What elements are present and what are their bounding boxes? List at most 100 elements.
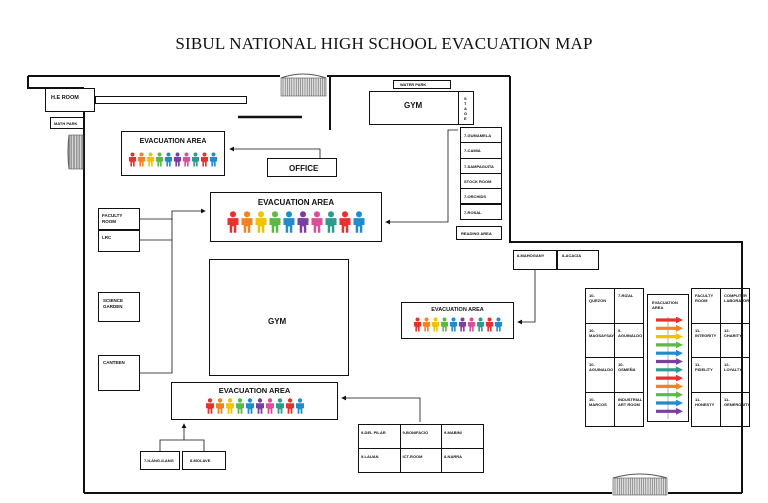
evac-arrow-icon [656, 341, 683, 349]
evacuation-area-1: EVACUATION AREA [121, 131, 225, 176]
person-icon [422, 317, 430, 332]
room-label: 7-ROSAL [464, 209, 482, 215]
room-ilang-ilang: 7-ILANG-ILANG [140, 451, 180, 470]
mahogany-label: 8-MAHOGANY [517, 253, 545, 258]
person-icon [295, 398, 304, 414]
evac-arrow-icon [656, 324, 683, 332]
person-icon [182, 152, 191, 167]
evacuation-area-3-label: EVACUATION AREA [218, 386, 291, 395]
person-icon [431, 317, 439, 332]
person-icon [275, 398, 284, 414]
person-icon [485, 317, 493, 332]
person-icon [353, 211, 365, 233]
math-park: MATH PARK [50, 117, 84, 129]
person-icon [209, 152, 218, 167]
room-label: 7-CAMIA [464, 148, 481, 154]
math-park-label: MATH PARK [54, 121, 78, 126]
evac-arrow-icon [656, 407, 683, 415]
person-icon [191, 152, 200, 167]
canteen: CANTEEN [98, 355, 140, 391]
water-park-label: WATER PARK [400, 82, 427, 87]
person-icon [269, 211, 281, 233]
evacuation-area-5-label: EVACUATION AREA [652, 300, 678, 310]
room-7-sampaguita: 7-SAMPAGUITA [460, 157, 502, 174]
room-12-loyalty: 12-LOYALTY [720, 357, 750, 393]
evacuation-area-1-label: EVACUATION AREA [139, 138, 207, 145]
room-ict-room: ICT-ROOM [399, 448, 442, 473]
person-icon [155, 152, 164, 167]
room-7-rosal: 7-ROSAL [460, 203, 502, 220]
person-icon [285, 398, 294, 414]
map-title: SIBUL NATIONAL HIGH SCHOOL EVACUATION MA… [175, 34, 593, 53]
evacuation-area-3: EVACUATION AREA [171, 382, 338, 420]
acacia-label: 8-ACACIA [562, 253, 582, 258]
room-7-orchids: 7-ORCHIDS [460, 188, 502, 205]
room-11-honesty: 11-HONESTY [691, 391, 721, 427]
he-corridor [95, 96, 247, 104]
room-10-aguinaldo: 10-AGUINALDO [585, 357, 615, 393]
gate-bottom-icon [612, 473, 668, 496]
room-label: 7-SAMPAGUITA [464, 163, 494, 169]
person-icon [173, 152, 182, 167]
evac-arrow-icon [656, 349, 683, 357]
room-9-mabini: 9-MABINI [441, 424, 484, 449]
person-icon [440, 317, 448, 332]
water-park: WATER PARK [393, 80, 451, 89]
room-8-narra: 8-NARRA [441, 448, 484, 473]
person-icon [164, 152, 173, 167]
evacuation-area-4-label: EVACUATION AREA [431, 307, 484, 313]
gym-top-label: GYM [404, 101, 423, 110]
science-garden: SCIENCE GARDEN [98, 292, 140, 322]
gate-left-icon [67, 134, 84, 170]
molave-label: 8-MOLAVE [190, 458, 211, 463]
room-mahogany: 8-MAHOGANY [513, 250, 557, 270]
he-room: H.E ROOM [45, 88, 95, 112]
room-computer-laboratory: COMPUTER LABORATORY [720, 288, 750, 324]
reading-area-label: READING AREA [461, 231, 492, 236]
room-10-quezon: 10-QUEZON [585, 288, 615, 324]
room-molave: 8-MOLAVE [182, 451, 226, 470]
evac-arrow-icon [656, 333, 683, 340]
person-icon [494, 317, 502, 332]
person-icon [225, 398, 234, 414]
faculty-room: FACULTY ROOM [98, 208, 140, 230]
room-stock-room: STOCK ROOM [460, 172, 502, 190]
he-room-label: H.E ROOM [51, 95, 79, 101]
evacuation-area-4: EVACUATION AREA [401, 302, 514, 339]
person-icon [467, 317, 475, 332]
lrc-label: LRC [102, 235, 112, 240]
evac-arrow-icon [656, 383, 683, 390]
evac-arrow-icon [656, 399, 683, 407]
evacuation-arrows [656, 317, 683, 419]
person-icon [215, 398, 224, 414]
evac-arrow-icon [656, 358, 683, 365]
room-label: STOCK ROOM [464, 178, 492, 184]
lrc: LRC [98, 230, 140, 252]
person-icon [255, 398, 264, 414]
evacuees-3 [172, 398, 337, 414]
person-icon [413, 317, 421, 332]
room-12-charity: 12-CHARITY [720, 322, 750, 358]
evacuees-2 [211, 211, 381, 233]
evacuation-area-5: EVACUATION AREA [647, 294, 689, 422]
gate-top-icon [280, 73, 327, 97]
person-icon [311, 211, 323, 233]
faculty-room-label: FACULTY ROOM [102, 213, 123, 224]
person-icon [297, 211, 309, 233]
room-label: 7-ORCHIDS [464, 194, 487, 200]
gym-center-label: GYM [268, 317, 287, 326]
office: OFFICE [267, 158, 337, 177]
room-9-aguinaldo: 9-AGUINALDO [614, 322, 644, 358]
person-icon [200, 152, 209, 167]
room-label: 7-GUMAMELA [464, 133, 492, 138]
room-11-fidelity: 11-FIDELITY [691, 357, 721, 393]
evac-arrow-icon [656, 374, 683, 382]
person-icon [458, 317, 466, 332]
room-10-marcos: 10-MARCOS [585, 391, 615, 427]
evacuees-4 [402, 317, 513, 332]
room-acacia: 8-ACACIA [557, 250, 599, 270]
room-11-generosity: 11-GENEROSITY [720, 391, 750, 427]
stage-label: STAGE [464, 96, 468, 121]
office-label: OFFICE [289, 164, 319, 173]
person-icon [227, 211, 239, 233]
